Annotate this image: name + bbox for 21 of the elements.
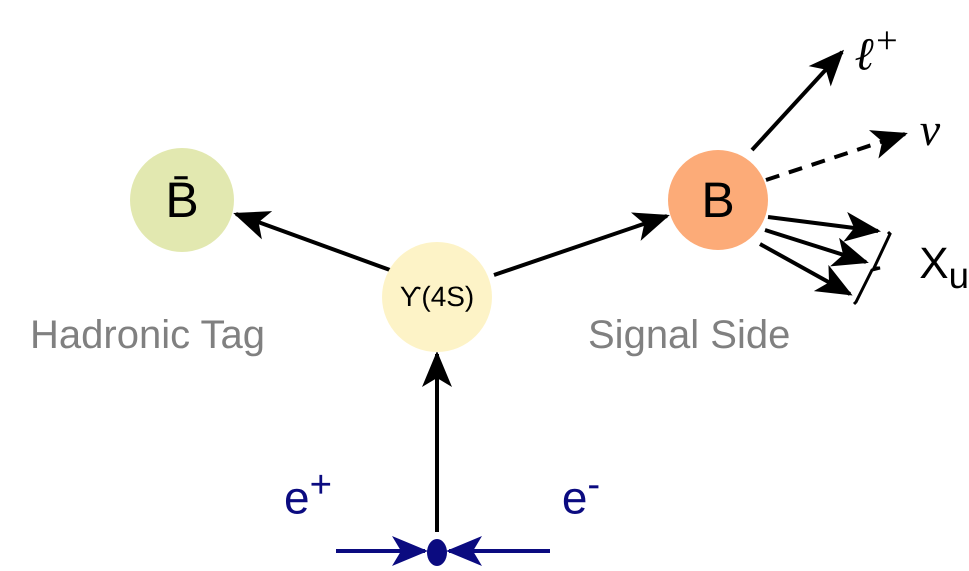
arrow — [336, 536, 428, 566]
particle-label: ℓ$^{+}$ — [854, 22, 900, 78]
particle-label: e$^{+}$ — [284, 466, 332, 520]
collision-dot — [427, 539, 447, 566]
side-caption: Signal Side — [588, 315, 790, 355]
arrow — [759, 242, 853, 296]
dashed-arrow — [765, 130, 908, 182]
arrow — [422, 351, 452, 532]
particle-label: X$_{u}$ — [919, 242, 969, 294]
arrow — [750, 50, 844, 152]
side-caption: Hadronic Tag — [30, 315, 265, 355]
particle-label: B — [701, 175, 735, 225]
arrow — [768, 212, 881, 242]
particle-label: B̄ — [165, 175, 199, 225]
arrow — [233, 211, 391, 272]
arrow — [493, 212, 670, 277]
particle-label: ϒ(4S) — [400, 283, 474, 311]
particle-label: ν — [920, 107, 940, 153]
particle-label: e$^{-}$ — [562, 466, 600, 520]
arrow — [764, 228, 869, 266]
arrow — [446, 536, 550, 566]
